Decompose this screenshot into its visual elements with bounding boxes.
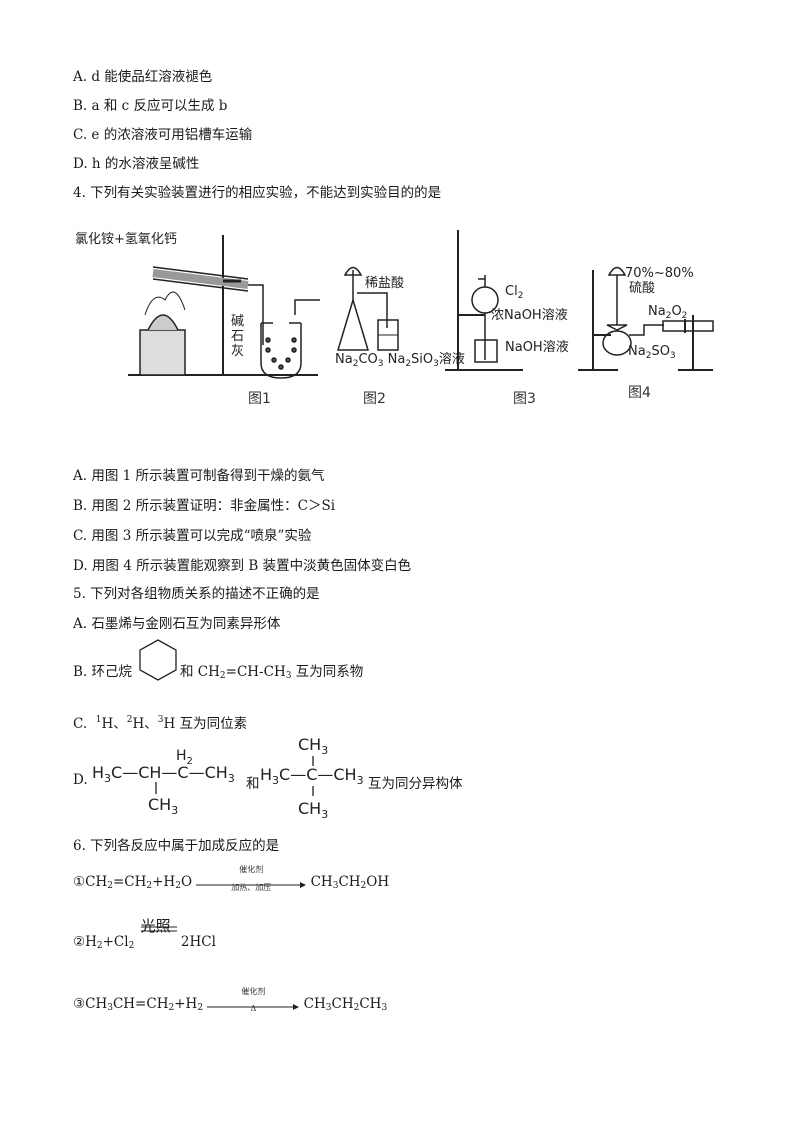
- q4-option-a: A. 用图 1 所示装置可制备得到干燥的氨气: [73, 468, 325, 484]
- fig3-caption: 图3: [513, 391, 536, 407]
- fig4-na2o2-label: Na2O2: [648, 304, 687, 321]
- isobutane-structure: CH3 H3C—C—CH3 CH3: [260, 735, 364, 821]
- q5-option-d-suffix: 互为同分异构体: [368, 776, 463, 792]
- fig3-conc-naoh-label: 浓NaOH溶液: [491, 308, 568, 323]
- fig4-caption: 图4: [628, 385, 651, 401]
- fig4-acid-label: 硫酸: [629, 281, 655, 296]
- cyclohexane-structure: [139, 639, 177, 681]
- fig2-apparatus: [336, 266, 399, 351]
- q3-option-c: C. e 的浓溶液可用铝槽车运输: [73, 127, 253, 143]
- q4-option-c: C. 用图 3 所示装置可以完成“喷泉”实验: [73, 528, 312, 544]
- q3-option-a: A. d 能使品红溶液褪色: [73, 69, 213, 85]
- reaction-1-arrow: 催化剂 加热、加压: [196, 865, 307, 892]
- fig2-caption: 图2: [363, 391, 386, 407]
- q5-option-d-prefix: D.: [73, 772, 88, 788]
- fig1-apparatus: [128, 235, 320, 379]
- fig4-apparatus: [578, 266, 714, 371]
- fig4-na2so3-label: Na2SO3: [628, 344, 676, 361]
- q5-option-d-and: 和: [246, 776, 260, 792]
- q6-stem: 6. 下列各反应中属于加成反应的是: [73, 838, 280, 854]
- fig1-caption: 图1: [248, 391, 271, 407]
- svg-text:H3C—C—CH3: H3C—C—CH3: [260, 765, 364, 787]
- reaction-2-equal-sign: 光照: [140, 916, 177, 935]
- q5-option-b-prefix: B. 环己烷: [73, 664, 133, 680]
- q6-reaction-1: ①CH2=CH2+H2O 催化剂 加热、加压 CH3CH2OH: [73, 864, 390, 892]
- fig3-naoh-label: NaOH溶液: [505, 340, 569, 355]
- svg-text:H3C—CH—C—CH3: H3C—CH—C—CH3: [92, 763, 235, 785]
- fig2-reagents-label: Na2CO3 Na2SiO3溶液: [335, 352, 465, 369]
- fig1-lime-label-3: 灰: [231, 344, 244, 359]
- fig3-apparatus: [445, 230, 523, 371]
- svg-text:CH3: CH3: [298, 735, 328, 757]
- q5-option-a: A. 石墨烯与金刚石互为同素异形体: [73, 616, 281, 632]
- q6-reaction-2: ②H2+Cl2 光照 2HCl: [73, 916, 216, 952]
- q6-reaction-3: ③CH3CH=CH2+H2 催化剂 Δ CH3CH2CH3: [73, 986, 388, 1014]
- fig1-reagent-label: 氯化铵+氢氧化钙: [75, 232, 177, 247]
- fig3-gas-label: Cl2: [505, 284, 523, 301]
- q4-option-b: B. 用图 2 所示装置证明：非金属性：C＞Si: [73, 498, 336, 514]
- fig1-lime-label-2: 石: [231, 329, 244, 344]
- q4-stem: 4. 下列有关实验装置进行的相应实验，不能达到实验目的的是: [73, 185, 442, 201]
- q4-apparatus-figure: 氯化铵+氢氧化钙 碱 石 灰 图1 稀盐酸 Na2CO3 Na2SiO3溶液 图…: [75, 230, 714, 407]
- fig1-lime-label-1: 碱: [231, 314, 244, 329]
- q3-option-b: B. a 和 c 反应可以生成 b: [73, 98, 228, 114]
- butane-structure: H3C—CH—C—CH3 H2 CH3: [92, 748, 235, 817]
- fig4-acid-conc-label: 70%~80%: [625, 266, 694, 281]
- q3-option-d: D. h 的水溶液呈碱性: [73, 156, 200, 172]
- reaction-3-arrow: 催化剂 Δ: [207, 987, 300, 1013]
- q4-option-d: D. 用图 4 所示装置能观察到 B 装置中淡黄色固体变白色: [73, 558, 412, 574]
- q5-option-c: C. 1H、2H、3H 互为同位素: [73, 715, 248, 732]
- fig2-acid-label: 稀盐酸: [365, 276, 404, 291]
- svg-text:CH3: CH3: [148, 795, 178, 817]
- q5-stem: 5. 下列对各组物质关系的描述不正确的是: [73, 586, 320, 602]
- svg-text:CH3: CH3: [298, 799, 328, 821]
- q5-option-b-propene: 和 CH2=CH-CH3 互为同系物: [180, 664, 364, 681]
